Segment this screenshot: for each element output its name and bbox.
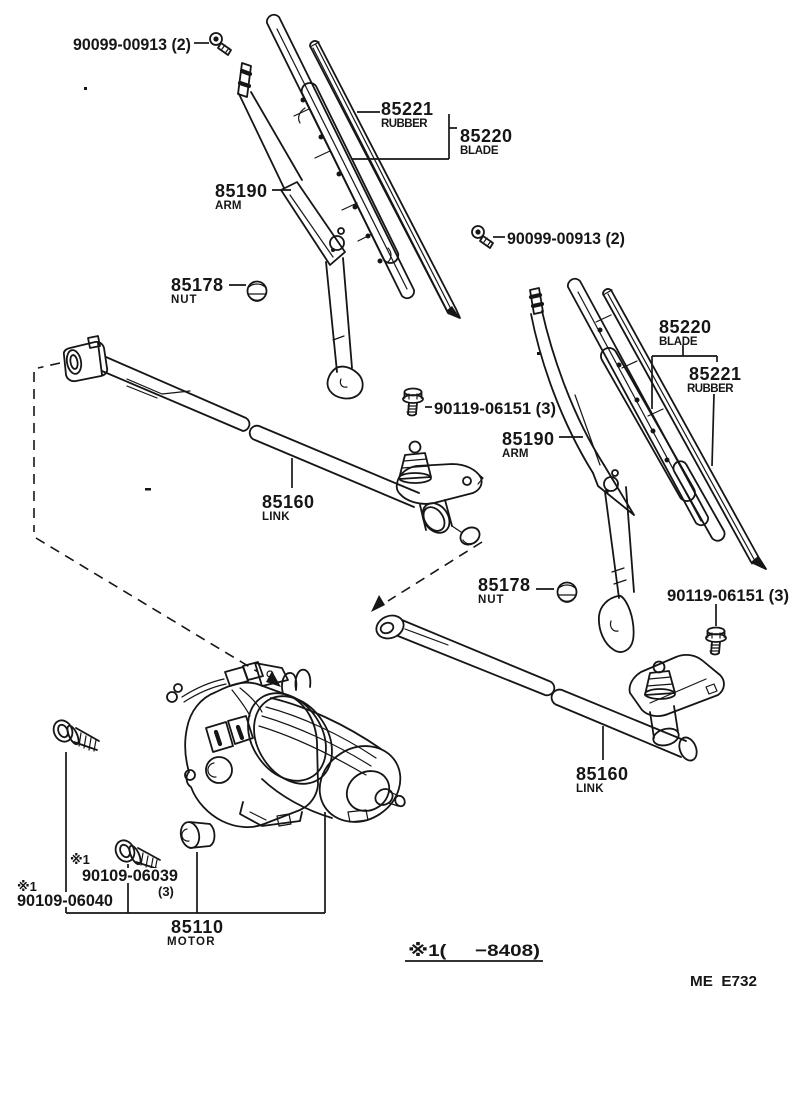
footer-notes: ※1( −8408) ME E732 [405, 941, 757, 990]
label-nut-left-num: 85178 [171, 275, 223, 295]
label-link-left-name: LINK [262, 511, 290, 523]
label-motor-bolt-a-qty: (3) [158, 884, 174, 899]
label-nut-left-name: NUT [171, 294, 197, 306]
label-blade-left-num: 85220 [460, 126, 512, 146]
label-motor-bolt-a-ref: ※1 [70, 852, 90, 867]
label-motor-bolt-b-num: 90109-06040 [17, 892, 113, 910]
label-link-right-num: 85160 [576, 764, 628, 784]
label-bolt-right: 90119-06151 (3) [667, 587, 789, 605]
label-bolt-left: 90119-06151 (3) [434, 400, 556, 418]
label-link-left-num: 85160 [262, 492, 314, 512]
label-motor-bolt-b-ref: ※1 [17, 879, 37, 894]
speck [537, 352, 540, 355]
figure-code: ME E732 [690, 973, 757, 990]
bolt-icon-right [705, 626, 727, 656]
label-rubber-right-num: 85221 [689, 364, 741, 384]
label-motor-name: MOTOR [167, 936, 215, 948]
wiper-blade-left-drawing [266, 13, 461, 319]
leader-lines [65, 42, 718, 914]
label-blade-right-num: 85220 [659, 317, 711, 337]
nut-icon-right [556, 581, 578, 603]
screw-icon-right [471, 225, 494, 249]
label-blade-right-name: BLADE [659, 336, 698, 348]
label-rubber-right-name: RUBBER [687, 383, 734, 395]
wiper-blade-right-drawing [567, 277, 767, 570]
dash-arrowhead-right [371, 595, 385, 612]
speck [84, 87, 87, 90]
bolt-icon-left [402, 387, 424, 417]
label-rubber-left-num: 85221 [381, 99, 433, 119]
label-arm-left-num: 85190 [215, 181, 267, 201]
label-nut-right-num: 85178 [478, 575, 530, 595]
screw-icon-left [209, 32, 232, 56]
label-nut-right-name: NUT [478, 594, 504, 606]
applicability-footnote: ※1( −8408) [408, 941, 540, 960]
labels: 90099-00913 (2) 85221 RUBBER 85220 BLADE… [17, 36, 789, 948]
link-rod-right-drawing [375, 614, 725, 762]
wiper-arm-right-drawing [528, 287, 635, 653]
label-screw-pivot-left: 90099-00913 (2) [73, 36, 191, 54]
nut-icon-left [246, 280, 268, 302]
label-arm-right-name: ARM [502, 448, 529, 460]
motor-drawing [52, 661, 406, 871]
label-blade-left-name: BLADE [460, 145, 499, 157]
label-rubber-left-name: RUBBER [381, 118, 428, 130]
label-link-right-name: LINK [576, 783, 604, 795]
grommet-drawing [179, 821, 216, 849]
label-screw-pivot-right: 90099-00913 (2) [507, 230, 625, 248]
label-arm-left-name: ARM [215, 200, 242, 212]
link-rod-left-drawing [62, 335, 484, 546]
speck [145, 488, 151, 491]
label-motor-num: 85110 [171, 917, 223, 937]
motor-screw-a-drawing [52, 719, 100, 752]
wiper-arm-left-drawing [237, 62, 364, 400]
label-motor-bolt-a-num: 90109-06039 [82, 867, 178, 885]
motor-screw-b-drawing [114, 839, 161, 871]
label-arm-right-num: 85190 [502, 429, 554, 449]
